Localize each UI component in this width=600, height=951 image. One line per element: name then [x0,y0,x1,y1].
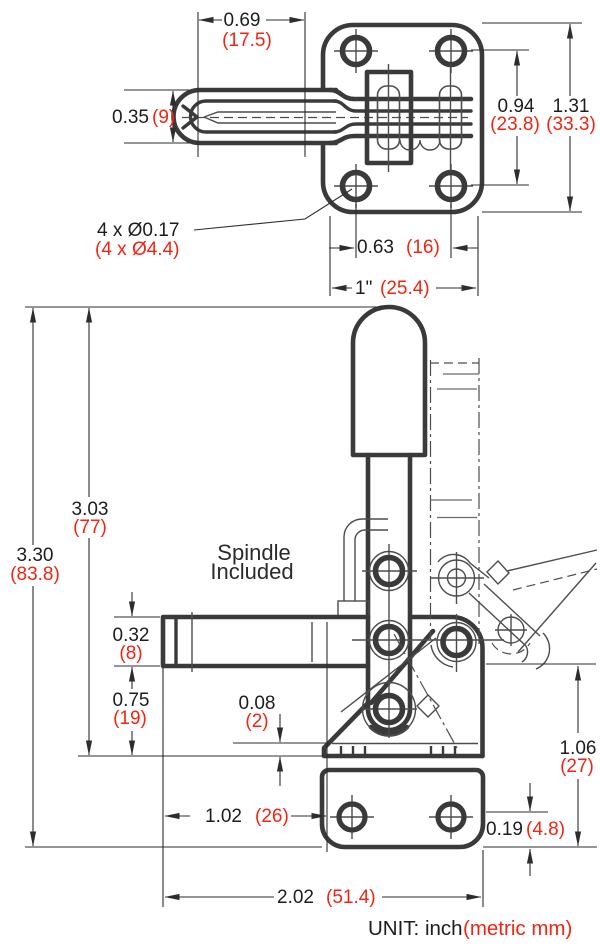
dim-plate-height-inch: 1.31 [553,96,590,117]
bracket-body [410,614,485,759]
dim-hole-spacing-h-inch: 0.63 [357,237,394,258]
dim-arm-thickness-inch: 0.32 [113,625,150,646]
phantom-plunger-edges [429,358,480,648]
phantom-pivot-arc [430,644,454,668]
phantom-handle-edge [506,549,598,572]
dim-plate-height-mm: (33.3) [546,114,596,135]
phantom-handle-lower [517,562,597,653]
handle-inner [188,99,338,134]
dim-sheet-gap-mm: (2) [245,711,268,732]
phantom-rungs [430,373,479,519]
dim-plate-width-mm: (25.4) [380,278,430,299]
clamping-arm [160,614,371,669]
hole-callout-leader [193,188,353,231]
dim-overall-height-mm: (83.8) [10,564,60,585]
dim-arm-height-mm: (19) [113,708,147,729]
flange-serrations [339,746,457,755]
extension-lines [124,12,582,296]
base-hole [435,801,467,833]
fork-top-inner [332,99,473,113]
pivot-crosshairs [352,544,504,738]
pivot-hole [372,554,406,588]
phantom-arm-edge [483,583,541,637]
dim-overall-length-mm: (51.4) [326,887,376,908]
dim-handle-width-mm: (9) [152,107,175,128]
dim-hole-edge-inch: 0.19 [486,819,523,840]
arm-ticks [191,612,313,672]
dim-arm-reach-mm: (26) [255,806,289,827]
front-view-part [160,304,504,850]
dim-overall-length-inch: 2.02 [277,887,314,908]
dim-overall-height-inch: 3.30 [17,545,54,566]
phantom-hook [521,632,551,670]
mount-hole [339,169,373,203]
fork-top [327,87,474,102]
phantom-handle-edge-dash [512,568,598,591]
dim-grip-length-mm: (17.5) [222,30,272,51]
unit-label: UNIT: inch [368,917,463,940]
base-plate [319,767,486,850]
dim-arm-thickness-mm: (8) [119,643,142,664]
spindle-rod-lines [203,111,336,124]
top-view-part [171,22,485,215]
top-view-dimensions [124,12,582,296]
dim-sheet-gap-inch: 0.08 [239,693,276,714]
top-view-labels: 0.69 (17.5) 0.35 (9) 0.94 (23.8) 1.31 (3… [95,10,596,299]
dim-handle-width-inch: 0.35 [112,107,149,128]
hole-callout-metric: (4 x Ø4.4) [95,239,179,260]
fork-bottom-inner [332,122,473,134]
front-view-dimensions [25,306,597,907]
phantom-swing-arc [491,642,531,655]
spindle-foot [337,600,370,617]
spindle-hook [343,518,388,601]
hole-crosshairs [334,29,473,208]
mount-hole [339,34,373,68]
spring-scallops [399,139,441,151]
dim-hole-spacing-v-mm: (23.8) [490,114,540,135]
dim-plate-width-inch: 1" [355,278,372,299]
dim-grip-length-inch: 0.69 [224,10,261,31]
dim-hole-spacing-v-inch: 0.94 [498,96,535,117]
dim-arm-reach-inch: 1.02 [205,806,242,827]
phantom-roller-crosshair [495,614,527,646]
dim-handle-height-inch: 3.03 [72,499,109,520]
dim-hole-edge-mm: (4.8) [526,819,565,840]
dim-arm-height-inch: 0.75 [113,690,150,711]
pin-centerlines [387,64,452,172]
unit-note: UNIT: inch (metric mm) [368,917,572,940]
handle-mask [173,90,336,143]
fork-bottom [327,133,474,146]
dim-handle-height-mm: (77) [73,517,107,538]
handle-grip [350,304,428,458]
hole-callout-inch: 4 x Ø0.17 [97,220,179,241]
bracket-flange [321,701,485,759]
bracket-diagonal [368,628,436,706]
pivot-hole [372,692,406,726]
front-view-labels: 3.30 (83.8) 3.03 (77) Spindle Included 0… [10,499,596,908]
spindle-note-line2: Included [210,559,293,584]
unit-metric: (metric mm) [463,917,572,940]
front-view: 3.30 (83.8) 3.03 (77) Spindle Included 0… [10,304,598,908]
extension-lines [25,306,597,907]
phantom-diagonal-centerline [393,633,458,749]
dim-hole-spacing-h-mm: (16) [406,237,440,258]
phantom-boss-crosshair [431,552,484,604]
pivot-hole [372,623,406,657]
base-hole [336,801,368,833]
mounting-plate-outline [320,22,485,215]
phantom-lever-curve [437,553,490,579]
phantom-spindle-end [416,694,440,718]
dim-base-height-mm: (27) [560,756,594,777]
top-view: 0.69 (17.5) 0.35 (9) 0.94 (23.8) 1.31 (3… [95,10,596,299]
phantom-arm-edge [468,592,527,647]
spindle-note-line1: Spindle [217,540,290,565]
phantom-grip-end [486,559,510,586]
pivot-hole [440,625,473,659]
dim-base-height-inch: 1.06 [560,738,597,759]
front-view-phantom [393,358,598,749]
base-hole-crosshairs [330,795,473,839]
mount-hole [434,169,468,203]
